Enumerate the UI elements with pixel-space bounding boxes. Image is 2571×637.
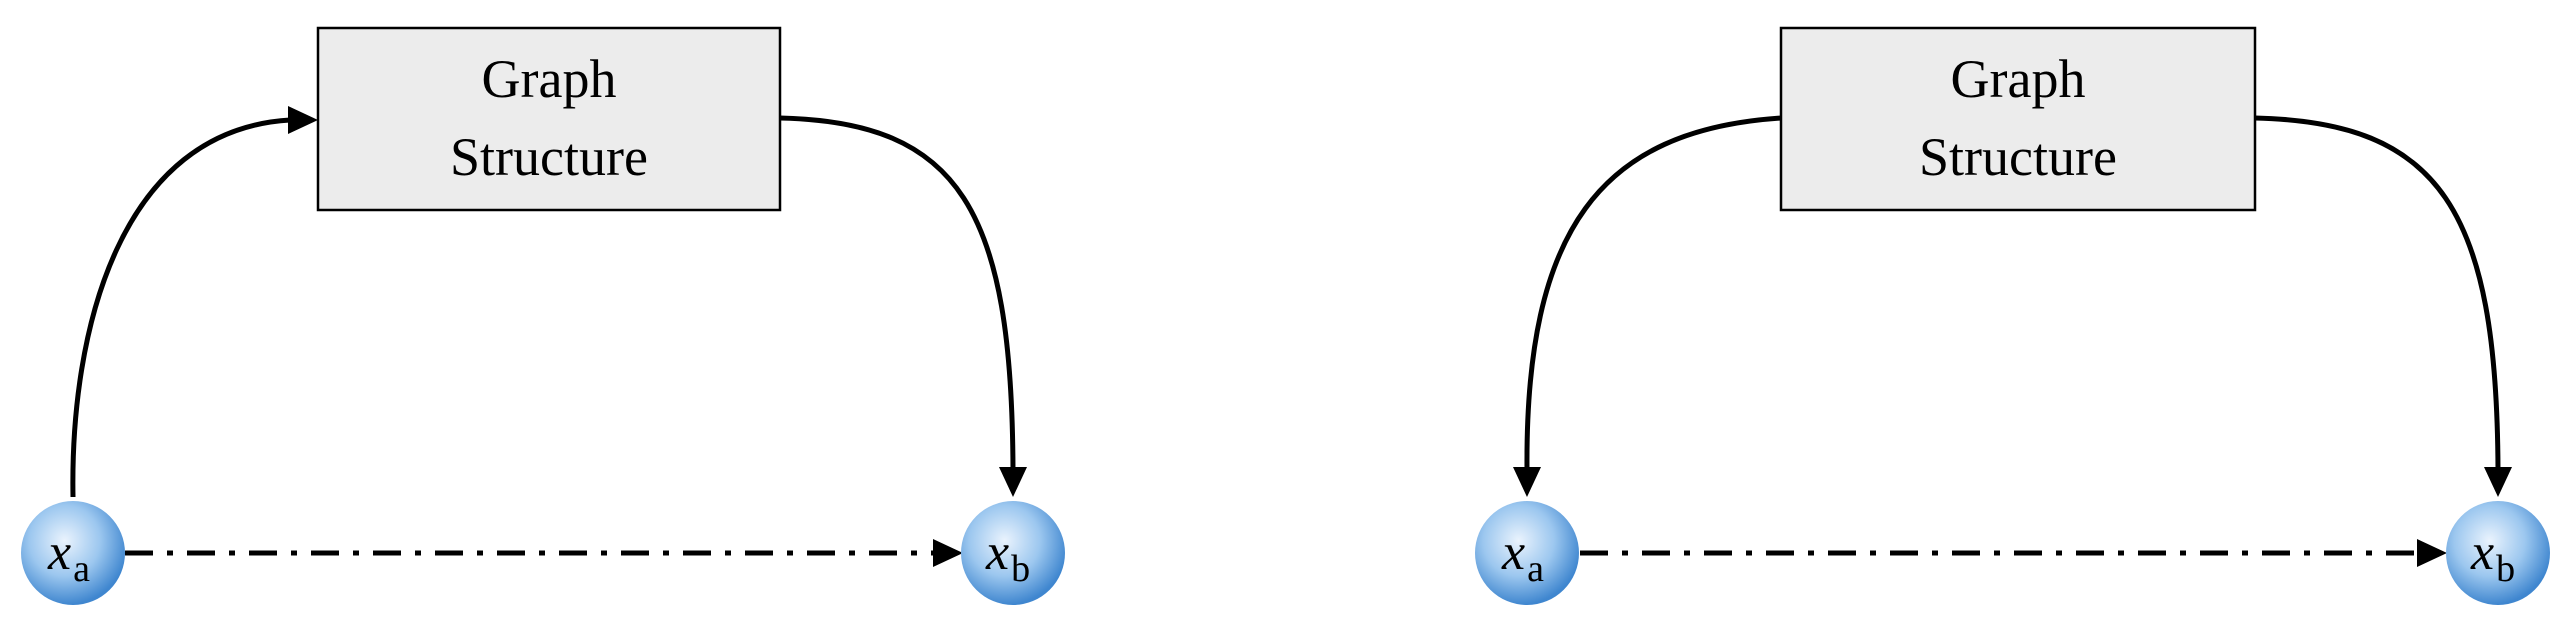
graph-structure-box: Graph Structure [1779, 26, 2257, 212]
svg-text:xa: xa [47, 524, 90, 590]
svg-text:xb: xb [2470, 524, 2515, 590]
node-xa-variable: x [47, 524, 71, 581]
edge-xa-to-xb-dashdot [1580, 539, 2447, 567]
node-xa-variable: x [1501, 524, 1525, 581]
edge-graph-structure-to-xb [2254, 115, 2512, 497]
node-xb-subscript: b [2496, 548, 2515, 590]
right-diagram: Graph Structure xa xb [1475, 26, 2550, 605]
graph-structure-label-line1: Graph [1951, 49, 2086, 109]
edge-xa-to-graph-structure [70, 106, 318, 498]
graph-structure-box: Graph Structure [316, 26, 782, 212]
graph-structure-label-line1: Graph [482, 49, 617, 109]
edge-graph-structure-to-xb [779, 115, 1027, 497]
node-xa-subscript: a [73, 548, 90, 590]
graph-structure-label-line2: Structure [450, 127, 648, 187]
node-xa: xa [1475, 501, 1579, 605]
left-diagram: Graph Structure xa xb [21, 26, 1065, 605]
node-xb-variable: x [985, 524, 1009, 581]
edge-xa-to-xb-dashdot [125, 539, 963, 567]
node-xb-subscript: b [1011, 548, 1030, 590]
svg-text:xb: xb [985, 524, 1030, 590]
graph-structure-label-line2: Structure [1919, 127, 2117, 187]
node-xa: xa [21, 501, 125, 605]
edge-graph-structure-to-xa [1513, 115, 1782, 497]
node-xa-subscript: a [1527, 548, 1544, 590]
node-xb: xb [961, 501, 1065, 605]
node-xb-variable: x [2470, 524, 2494, 581]
node-xb: xb [2446, 501, 2550, 605]
svg-text:xa: xa [1501, 524, 1544, 590]
